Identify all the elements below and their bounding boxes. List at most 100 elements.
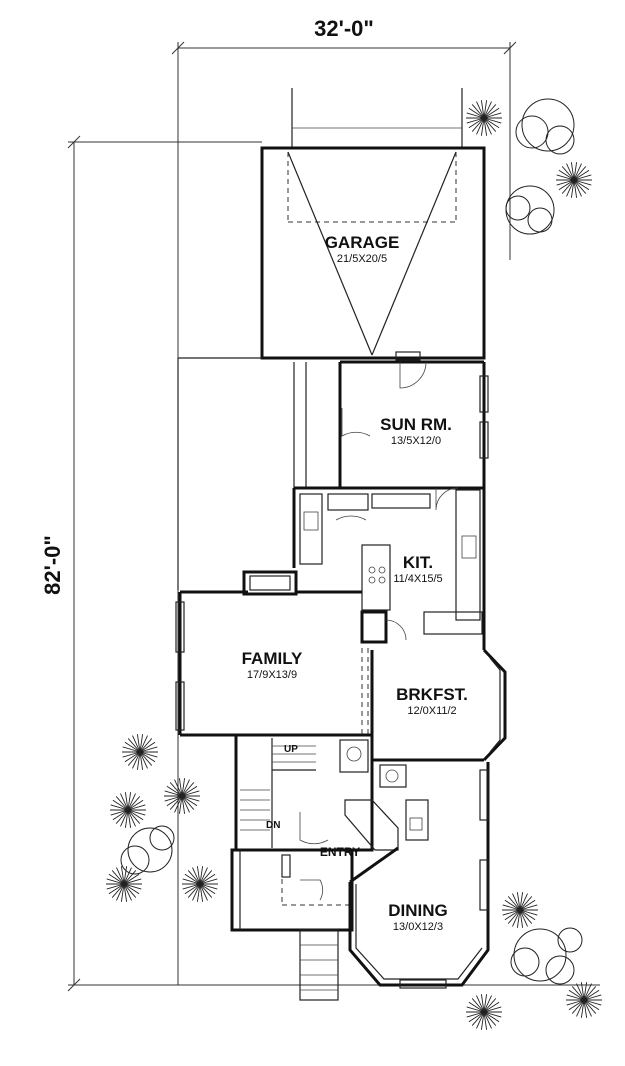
- shrub-spike: [181, 795, 190, 813]
- shrub-spike: [106, 883, 125, 890]
- shrub-spike: [199, 883, 208, 901]
- shrub-spike: [164, 790, 183, 797]
- shrub-spike: [199, 883, 218, 890]
- shrub-spike: [561, 166, 575, 181]
- shrub-spike: [561, 179, 575, 194]
- shrub-spike: [174, 795, 183, 813]
- shrub-spike: [187, 883, 201, 898]
- shrub-spike: [111, 870, 125, 885]
- shrub-spike: [187, 870, 201, 885]
- shrub-spike: [169, 782, 183, 797]
- shrub-spike: [169, 795, 183, 810]
- shrub-spike: [127, 751, 141, 766]
- shrub-spike: [132, 735, 141, 753]
- shrub-spike: [111, 883, 125, 898]
- shrub-spike: [181, 795, 195, 810]
- family-size: 17/9X13/9: [247, 669, 297, 681]
- shrub-spike: [127, 809, 146, 816]
- shrub-center: [481, 1009, 487, 1015]
- shrub-spike: [476, 1011, 485, 1029]
- shrub-spike: [583, 999, 592, 1017]
- shrub-spike: [583, 983, 592, 1001]
- shrub-south-1: [502, 892, 538, 928]
- depth-dimension-label: 82'-0": [40, 535, 65, 595]
- sun-room: [293, 360, 489, 488]
- shrub-north-1: [466, 100, 502, 136]
- shrub-spike: [139, 738, 153, 753]
- shrub-spike: [181, 795, 200, 802]
- shrub-center: [481, 115, 487, 121]
- shrub-spike: [466, 1006, 485, 1013]
- shrub-center: [179, 793, 185, 799]
- shrub-spike: [583, 986, 597, 1001]
- shrub-center: [121, 881, 127, 887]
- shrub-spike: [483, 112, 502, 119]
- shrub-spike: [120, 809, 129, 827]
- family-room: [175, 570, 369, 737]
- shrub-spike: [583, 999, 597, 1014]
- shrub-center: [571, 177, 577, 183]
- shrub-spike: [576, 999, 585, 1017]
- shrub-spike: [199, 867, 208, 885]
- shrub-spike: [502, 909, 521, 916]
- shrub-spike: [483, 1011, 497, 1026]
- shrub-spike: [483, 1011, 502, 1018]
- shrub-spike: [164, 795, 183, 802]
- shrub-spike: [576, 983, 585, 1001]
- width-dimension: 32'-0": [171, 16, 517, 985]
- shrub-spike: [139, 751, 158, 758]
- shrub-spike: [519, 896, 533, 911]
- shrub-spike: [116, 867, 125, 885]
- driveway: [291, 88, 463, 148]
- shrub-spike: [483, 1006, 502, 1013]
- shrub-spike: [512, 893, 521, 911]
- shrub-spike: [556, 179, 575, 186]
- shrub-spike: [483, 104, 497, 119]
- kitchen-name: KIT.: [403, 553, 433, 572]
- shrub-spike: [123, 867, 132, 885]
- shrub-spike: [139, 746, 158, 753]
- shrub-spike: [507, 909, 521, 924]
- shrub-spike: [122, 751, 141, 758]
- shrub-spike: [471, 1011, 485, 1026]
- shrub-center: [517, 907, 523, 913]
- shrub-spike: [174, 779, 183, 797]
- landscape-trees-west: [120, 825, 175, 875]
- garage: [260, 146, 486, 361]
- kitchen-size: 11/4X15/5: [393, 573, 442, 585]
- shrub-spike: [483, 117, 502, 124]
- entry-porch: [230, 848, 354, 1001]
- shrub-spike: [476, 101, 485, 119]
- garage-name: GARAGE: [325, 233, 400, 252]
- garage-size: 21/5X20/5: [337, 253, 387, 265]
- shrub-spike: [583, 999, 602, 1006]
- shrub-spike: [483, 117, 492, 135]
- shrub-center: [197, 881, 203, 887]
- shrub-center: [125, 807, 131, 813]
- stair-down-label: DN: [266, 820, 280, 831]
- shrub-spike: [127, 793, 136, 811]
- shrub-spike: [139, 751, 153, 766]
- shrub-spike: [573, 179, 592, 186]
- dining-name: DINING: [388, 901, 448, 920]
- shrub-spike: [476, 995, 485, 1013]
- shrub-spike: [127, 809, 136, 827]
- shrub-spike: [110, 809, 129, 816]
- landscape-trees-south: [510, 927, 583, 985]
- entry-name: ENTRY: [320, 845, 360, 859]
- shrub-spike: [483, 1011, 492, 1029]
- shrub-spike: [571, 999, 585, 1014]
- breakfast-size: 12/0X11/2: [407, 705, 456, 717]
- shrub-spike: [123, 870, 137, 885]
- shrub-spike: [466, 117, 485, 124]
- shrub-spike: [123, 883, 137, 898]
- dining-room: [348, 762, 490, 989]
- shrub-spike: [115, 809, 129, 824]
- shrub-spike: [199, 883, 213, 898]
- stair-up-label: UP: [284, 744, 298, 755]
- kitchen: [292, 486, 486, 650]
- shrub-spike: [483, 101, 492, 119]
- shrub-spike: [115, 796, 129, 811]
- shrub-spike: [573, 179, 582, 197]
- shrub-spike: [471, 104, 485, 119]
